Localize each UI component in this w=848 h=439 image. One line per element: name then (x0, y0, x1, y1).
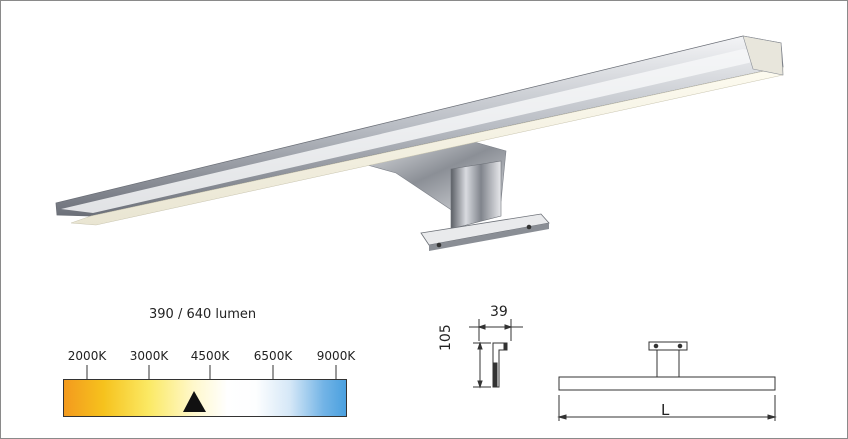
temp-tick-3000: 3000K (129, 349, 169, 363)
side-profile-drawing (469, 319, 523, 389)
front-view-drawing (557, 341, 777, 421)
temp-tick-4500: 4500K (190, 349, 230, 363)
color-temperature-bar (63, 379, 347, 417)
dimension-depth: 39 (490, 304, 508, 320)
temp-tick-6500: 6500K (253, 349, 293, 363)
lumen-label: 390 / 640 lumen (149, 307, 257, 322)
temp-tick-2000: 2000K (67, 349, 107, 363)
temperature-ticks (86, 365, 337, 379)
temp-tick-9000: 9000K (316, 349, 356, 363)
light-bar (55, 35, 784, 226)
dimension-height: 105 (438, 324, 454, 351)
dimension-length: L (661, 401, 670, 419)
